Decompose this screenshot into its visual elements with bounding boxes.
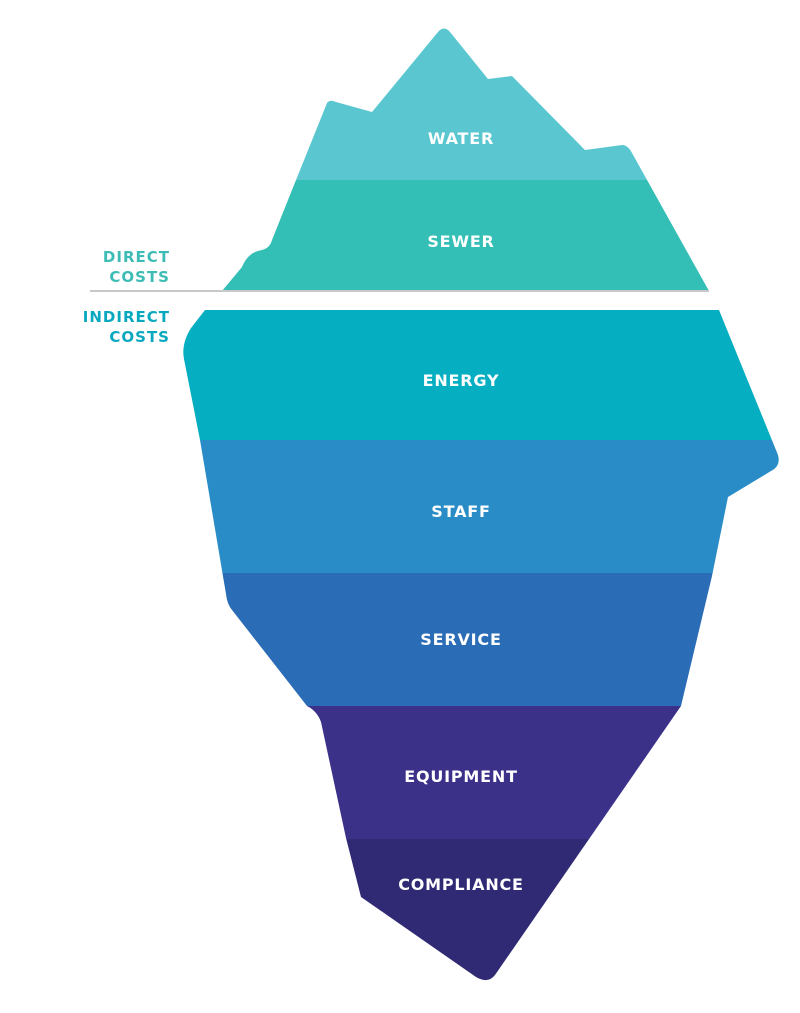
water-band — [222, 28, 709, 180]
staff-band — [183, 440, 779, 573]
layer-label-sewer: SEWER — [427, 232, 494, 251]
layer-label-service: SERVICE — [420, 630, 501, 649]
direct-costs-line1: DIRECT — [102, 248, 170, 266]
layer-label-water: WATER — [428, 129, 494, 148]
iceberg-body — [183, 310, 779, 981]
layer-label-staff: STAFF — [431, 502, 490, 521]
layer-label-compliance: COMPLIANCE — [398, 875, 524, 894]
direct-costs-line2: COSTS — [109, 268, 170, 286]
service-band — [183, 573, 779, 706]
equipment-band — [183, 706, 779, 839]
indirect-costs-label: INDIRECT COSTS — [83, 307, 170, 347]
indirect-costs-line2: COSTS — [109, 328, 170, 346]
compliance-band — [183, 839, 779, 981]
sewer-band — [222, 180, 709, 291]
indirect-costs-line1: INDIRECT — [82, 308, 170, 326]
direct-costs-label: DIRECT COSTS — [103, 247, 170, 287]
energy-band — [183, 310, 779, 440]
layer-label-equipment: EQUIPMENT — [404, 767, 518, 786]
layer-label-energy: ENERGY — [423, 371, 500, 390]
